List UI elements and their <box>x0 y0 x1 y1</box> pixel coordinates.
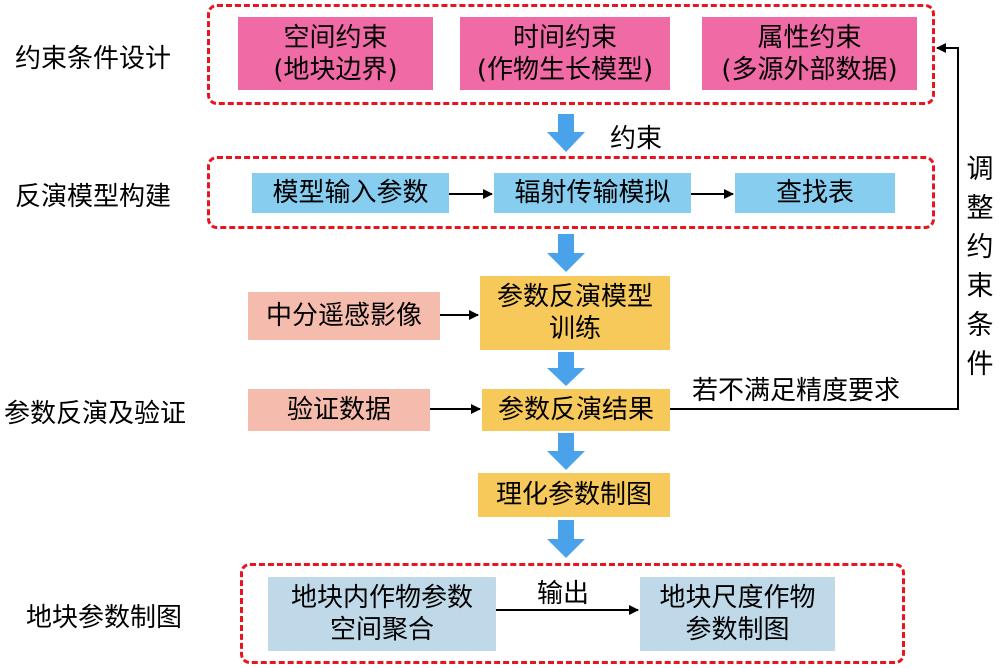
validation-data-box: 验证数据 <box>248 389 430 431</box>
spatial-aggregation-line1: 地块内作物参数 <box>290 583 473 613</box>
inversion-training-line1: 参数反演模型 <box>496 282 653 312</box>
temporal-constraint-title: 时间约束 <box>512 22 617 53</box>
temporal-constraint-detail: (作物生长模型) <box>476 54 654 85</box>
inversion-result-box: 参数反演结果 <box>482 389 670 431</box>
spatial-constraint-detail: (地块边界) <box>273 54 398 85</box>
feedback-char: 条 <box>966 310 994 341</box>
spatial-constraint-box: 空间约束(地块边界) <box>238 17 433 90</box>
parcel-map-line2: 参数制图 <box>685 615 790 645</box>
down-arrow-mapping <box>547 520 585 558</box>
down-arrow-training <box>547 352 585 386</box>
temporal-constraint-box: 时间约束(作物生长模型) <box>460 17 670 90</box>
accuracy-note: 若不满足精度要求 <box>692 376 901 406</box>
inversion-training-line2: 训练 <box>548 314 601 344</box>
spatial-constraint-title: 空间约束 <box>283 22 388 53</box>
radiative-transfer-box: 辐射传输模拟 <box>494 173 691 213</box>
feedback-label: 调 整 约 束 条 件 <box>963 150 997 384</box>
feedback-char: 约 <box>966 232 994 263</box>
inversion-training-box: 参数反演模型训练 <box>480 276 670 350</box>
medium-res-imagery-box: 中分遥感影像 <box>248 292 440 340</box>
stage-label-inversion-validation: 参数反演及验证 <box>4 399 187 429</box>
constraint-design-frame <box>207 4 935 105</box>
stage-label-constraint-design: 约束条件设计 <box>15 44 172 74</box>
physicochemical-mapping-box: 理化参数制图 <box>478 473 670 517</box>
parcel-map-line1: 地块尺度作物 <box>659 583 816 613</box>
down-arrow-model <box>547 234 585 272</box>
model-building-frame <box>207 156 935 229</box>
stage-label-parcel-mapping: 地块参数制图 <box>26 603 183 633</box>
stage-label-model-building: 反演模型构建 <box>15 182 172 212</box>
parcel-mapping-frame <box>240 563 905 664</box>
constraint-arrow-label: 约束 <box>610 124 663 154</box>
model-input-params-box: 模型输入参数 <box>252 173 449 213</box>
output-label: 输出 <box>537 579 590 609</box>
spatial-aggregation-box: 地块内作物参数空间聚合 <box>268 577 496 651</box>
attribute-constraint-title: 属性约束 <box>757 22 862 53</box>
lookup-table-box: 查找表 <box>735 173 895 213</box>
feedback-char: 件 <box>966 349 994 380</box>
attribute-constraint-detail: (多源外部数据) <box>721 54 898 85</box>
down-arrow-result <box>547 433 585 470</box>
feedback-char: 束 <box>966 271 994 302</box>
feedback-char: 调 <box>966 154 994 185</box>
feedback-char: 整 <box>966 193 994 224</box>
down-arrow-constraint <box>547 114 585 152</box>
parcel-map-box: 地块尺度作物参数制图 <box>640 577 835 651</box>
spatial-aggregation-line2: 空间聚合 <box>329 615 434 645</box>
attribute-constraint-box: 属性约束(多源外部数据) <box>702 17 917 90</box>
feedback-loop-arrow <box>670 43 959 410</box>
